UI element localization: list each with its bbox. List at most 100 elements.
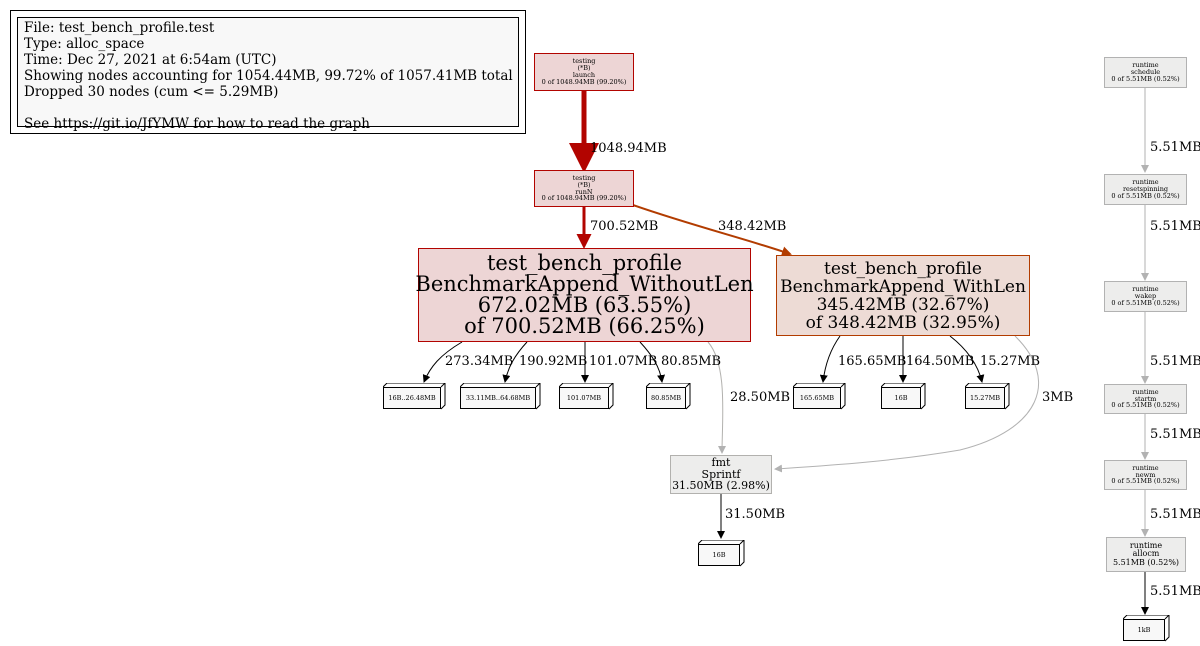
- legend-gap: [24, 100, 512, 116]
- node-runtime-wakep[interactable]: runtime wakep 0 of 5.51MB (0.52%): [1104, 281, 1187, 312]
- node-sprintf-func: Sprintf: [701, 467, 741, 481]
- node-sprintf-value: 31.50MB (2.98%): [672, 479, 770, 493]
- leaf-label: 1kB: [1123, 619, 1165, 641]
- node-resetspinning-func: resetspinning: [1122, 185, 1169, 194]
- node-wakep-pkg: runtime: [1132, 285, 1159, 294]
- legend-dropped: Dropped 30 nodes (cum <= 5.29MB): [24, 84, 279, 100]
- node-runtime-startm[interactable]: runtime startm 0 of 5.51MB (0.52%): [1104, 384, 1187, 414]
- edge-without-sprintf: [707, 341, 727, 454]
- node-with-cum: of 348.42MB (32.95%): [805, 312, 1001, 333]
- node-fmt-sprintf[interactable]: fmt Sprintf 31.50MB (2.98%): [670, 455, 772, 494]
- leaf-box-sp1[interactable]: 16B: [698, 540, 745, 567]
- legend-showing: Showing nodes accounting for 1054.44MB, …: [24, 68, 513, 84]
- node-launch-func: launch: [572, 71, 596, 79]
- legend-file: File: test_bench_profile.test: [24, 20, 215, 36]
- node-newm-func: newm: [1135, 470, 1156, 479]
- leaf-box-al1[interactable]: 1kB: [1123, 615, 1170, 642]
- node-schedule-func: schedule: [1130, 68, 1161, 77]
- box-3d-shape: [383, 383, 446, 410]
- node-testing-runN[interactable]: testing (*B) runN 0 of 1048.94MB (99.20%…: [534, 170, 634, 207]
- node-sprintf-pkg: fmt: [711, 456, 731, 470]
- node-newm-pkg: runtime: [1132, 463, 1159, 472]
- node-resetspinning-pkg: runtime: [1132, 178, 1159, 187]
- edge-label-with-sprintf: 3MB: [1042, 390, 1074, 405]
- box-3d-shape: [881, 383, 926, 410]
- edge-with-wi1: [819, 335, 841, 383]
- node-runtime-schedule[interactable]: runtime schedule 0 of 5.51MB (0.52%): [1104, 57, 1187, 88]
- edge-label-without-sprintf: 28.50MB: [730, 390, 791, 405]
- leaf-label: 101.07MB: [559, 387, 609, 409]
- node-startm-func: startm: [1134, 394, 1157, 403]
- node-allocm-value: 5.51MB (0.52%): [1112, 557, 1180, 567]
- edge-label-without-wl1: 273.34MB: [445, 354, 514, 369]
- edge-label-schedule-reset: 5.51MB: [1150, 140, 1200, 155]
- leaf-box-wi3[interactable]: 15.27MB: [965, 383, 1010, 410]
- node-benchmark-without-len[interactable]: test_bench_profile BenchmarkAppend_Witho…: [415, 248, 754, 342]
- node-runN-value: 0 of 1048.94MB (99.20%): [541, 194, 627, 203]
- node-runtime-allocm[interactable]: runtime allocm 5.51MB (0.52%): [1106, 537, 1186, 572]
- leaf-box-wl2[interactable]: 33.11MB..64.68MB: [460, 383, 541, 410]
- node-launch-pkg: testing: [572, 57, 596, 66]
- legend-time: Time: Dec 27, 2021 at 6:54am (UTC): [24, 52, 277, 68]
- leaf-label: 33.11MB..64.68MB: [460, 387, 536, 409]
- edge-label-reset-wakep: 5.51MB: [1150, 219, 1200, 234]
- node-startm-value: 0 of 5.51MB (0.52%): [1111, 401, 1180, 410]
- node-runN-pkg: testing: [572, 173, 596, 182]
- node-newm-value: 0 of 5.51MB (0.52%): [1111, 477, 1180, 486]
- leaf-label: 165.65MB: [793, 387, 841, 409]
- node-wakep-func: wakep: [1134, 292, 1157, 301]
- edge-label-sprintf-sp1: 31.50MB: [725, 507, 786, 522]
- leaf-box-wl4[interactable]: 80.85MB: [646, 383, 691, 410]
- box-3d-shape: [559, 383, 614, 410]
- node-without-pkg: test_bench_profile: [486, 251, 683, 275]
- node-with-pkg: test_bench_profile: [824, 258, 982, 279]
- edge-label-startm-newm: 5.51MB: [1150, 427, 1200, 442]
- node-runtime-resetspinning[interactable]: runtime resetspinning 0 of 5.51MB (0.52%…: [1104, 174, 1187, 205]
- edge-label-runN-without: 700.52MB: [590, 219, 659, 234]
- edge-label-allocm-al1: 5.51MB: [1150, 584, 1200, 599]
- edge-runN-with: [632, 204, 792, 257]
- legend-type: Type: alloc_space: [24, 36, 145, 52]
- node-runtime-newm[interactable]: runtime newm 0 of 5.51MB (0.52%): [1104, 460, 1187, 490]
- node-schedule-value: 0 of 5.51MB (0.52%): [1111, 74, 1180, 83]
- edge-label-with-wi2: 164.50MB: [906, 354, 975, 369]
- box-3d-shape: [1123, 615, 1170, 642]
- node-schedule-pkg: runtime: [1132, 61, 1159, 70]
- node-without-flat: 672.02MB (63.55%): [477, 293, 692, 317]
- legend-see: See https://git.io/JfYMW for how to read…: [24, 116, 370, 132]
- edge-with-sprintf: [774, 335, 1040, 473]
- node-benchmark-with-len[interactable]: test_bench_profile BenchmarkAppend_WithL…: [776, 255, 1030, 336]
- node-startm-pkg: runtime: [1132, 387, 1159, 396]
- node-runN-recv: (*B): [577, 180, 591, 189]
- leaf-label: 15.27MB: [965, 387, 1005, 409]
- leaf-box-wl3[interactable]: 101.07MB: [559, 383, 614, 410]
- leaf-box-wi2[interactable]: 16B: [881, 383, 926, 410]
- edge-without-wl4: [639, 341, 666, 383]
- leaf-box-wi1[interactable]: 165.65MB: [793, 383, 846, 410]
- edge-label-with-wi1: 165.65MB: [838, 354, 907, 369]
- node-allocm-pkg: runtime: [1129, 540, 1163, 550]
- leaf-box-wl1[interactable]: 16B..26.48MB: [383, 383, 446, 410]
- box-3d-shape: [646, 383, 691, 410]
- leaf-label: 16B: [881, 387, 921, 409]
- edge-label-without-wl4: 80.85MB: [661, 354, 722, 369]
- edge-label-wakep-startm: 5.51MB: [1150, 354, 1200, 369]
- node-resetspinning-value: 0 of 5.51MB (0.52%): [1111, 191, 1180, 200]
- edge-label-launch-runN: 1048.94MB: [590, 141, 667, 156]
- box-3d-shape: [698, 540, 745, 567]
- edge-label-without-wl2: 190.92MB: [519, 354, 588, 369]
- leaf-label: 16B..26.48MB: [383, 387, 441, 409]
- edge-without-wl1: [422, 341, 463, 383]
- box-3d-shape: [793, 383, 846, 410]
- legend-box: File: test_bench_profile.test Type: allo…: [10, 10, 526, 134]
- edge-label-runN-with: 348.42MB: [718, 219, 787, 234]
- leaf-label: 80.85MB: [646, 387, 686, 409]
- edge-label-newm-allocm: 5.51MB: [1150, 507, 1200, 522]
- node-with-flat: 345.42MB (32.67%): [816, 294, 990, 315]
- node-launch-value: 0 of 1048.94MB (99.20%): [541, 77, 627, 86]
- node-testing-launch[interactable]: testing (*B) launch 0 of 1048.94MB (99.2…: [534, 53, 634, 91]
- edge-label-without-wl3: 101.07MB: [589, 354, 658, 369]
- node-with-func: BenchmarkAppend_WithLen: [780, 276, 1026, 297]
- node-runN-func: runN: [575, 187, 593, 196]
